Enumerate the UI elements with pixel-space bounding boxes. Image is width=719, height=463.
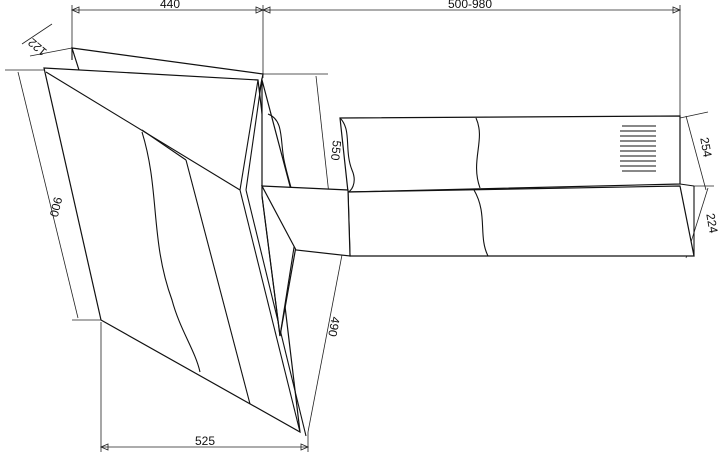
- dim-525: 525: [99, 322, 310, 452]
- duct-horizontal: [260, 115, 695, 257]
- dim-label-254: 254: [697, 136, 714, 158]
- dim-label-122: 122: [25, 35, 50, 59]
- dim-label-490: 490: [325, 316, 342, 338]
- dim-label-550: 550: [328, 140, 344, 162]
- dim-224: 224: [685, 185, 719, 259]
- dim-label-900: 900: [47, 196, 66, 219]
- vent-grille: [620, 125, 656, 172]
- dim-122: 122: [21, 23, 73, 59]
- dim-500-980: 500-980: [261, 0, 682, 118]
- dim-900: 900: [5, 69, 102, 321]
- dim-label-525: 525: [195, 434, 215, 448]
- dim-label-224: 224: [703, 212, 719, 234]
- hood-front-glass: [43, 67, 307, 437]
- dim-label-500-980: 500-980: [448, 0, 492, 11]
- dim-254: 254: [679, 111, 715, 191]
- dim-440: 440: [70, 0, 265, 78]
- dim-label-440: 440: [160, 0, 180, 11]
